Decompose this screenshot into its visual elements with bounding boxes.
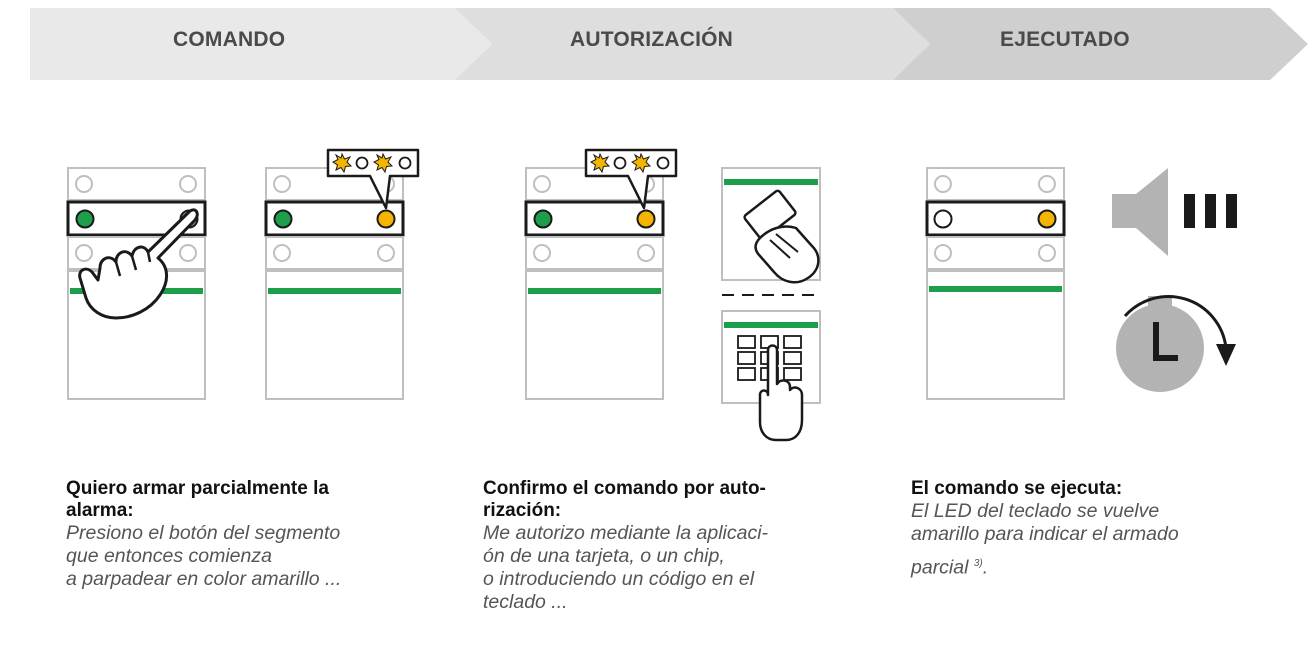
- step-label-ejecutado: EJECUTADO: [1000, 28, 1130, 51]
- step-label-comando: COMANDO: [173, 28, 286, 51]
- card-reader-icon: [721, 167, 821, 284]
- keypad-panel-2: [264, 167, 405, 400]
- illustrations: [66, 148, 1237, 442]
- description-ejecutado: El comando se ejecuta: El LED del teclad…: [911, 478, 1291, 580]
- step-arrow-ejecutado: [893, 8, 1308, 80]
- step-arrow-autorizacion: [455, 8, 930, 80]
- keypad-icon: [721, 310, 821, 442]
- keypad-panel-4: [925, 167, 1066, 400]
- description-body: Presiono el botón del segmento que enton…: [66, 522, 342, 590]
- description-body: El LED del teclado se vuelve amarillo pa…: [911, 500, 1179, 579]
- keypad-panel-1: [66, 167, 207, 400]
- keypad-panel-3: [524, 167, 665, 400]
- step-label-autorizacion: AUTORIZACIÓN: [570, 28, 734, 51]
- footnote-marker: 3): [973, 558, 983, 569]
- blinking-led-callout-icon: [326, 148, 420, 210]
- speaker-icon: [1112, 168, 1237, 256]
- finger-press-icon: [78, 208, 199, 320]
- stopwatch-icon: [1116, 295, 1236, 392]
- description-heading: Quiero armar parcialmente la alarma:: [66, 478, 329, 521]
- description-heading: El comando se ejecuta:: [911, 478, 1123, 499]
- step-banner: [30, 8, 1308, 80]
- description-heading: Confirmo el comando por auto- rización:: [483, 478, 766, 521]
- blinking-led-callout-icon-2: [584, 148, 678, 210]
- description-body: Me autorizo mediante la aplicaci- ón de …: [483, 522, 769, 613]
- description-comando: Quiero armar parcialmente la alarma: Pre…: [66, 478, 446, 591]
- step-arrow-comando: [30, 8, 492, 80]
- description-autorizacion: Confirmo el comando por auto- rización: …: [483, 478, 863, 614]
